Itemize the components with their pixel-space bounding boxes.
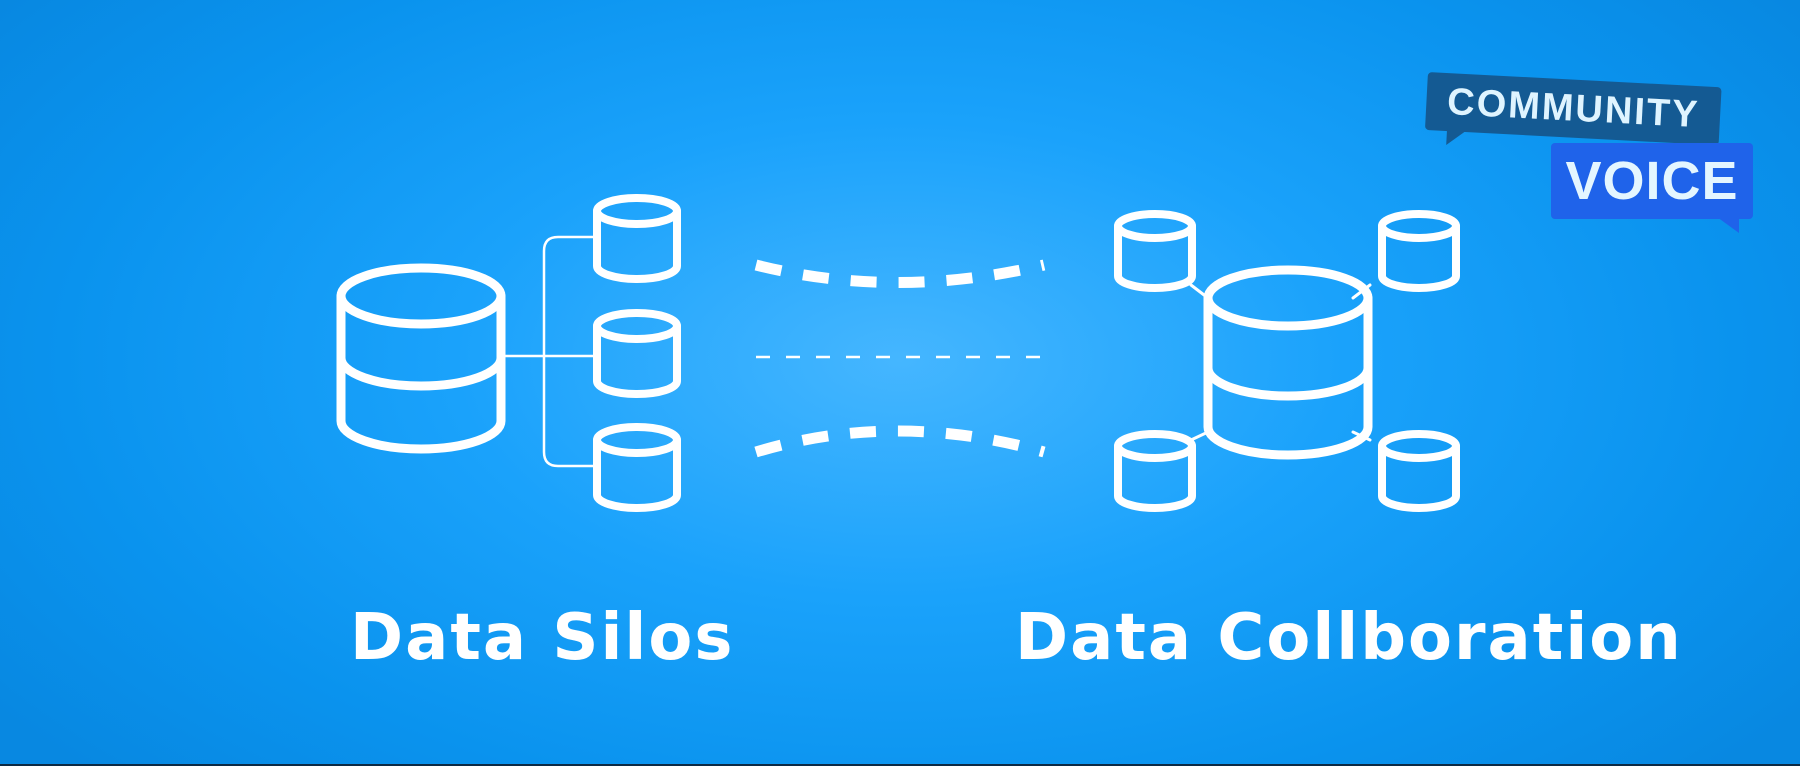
- silos-small-database-icon: [593, 309, 681, 398]
- silos-small-database-icon: [593, 194, 681, 283]
- bottom-border: [0, 764, 1800, 766]
- dashed-curve-bottom: [754, 425, 1046, 458]
- data-silos-label: Data Silos: [350, 601, 735, 675]
- collab-small-database-icon: [1378, 430, 1460, 512]
- voice-badge-box: [1551, 143, 1753, 219]
- silos-group: [336, 194, 681, 512]
- collab-small-database-icon: [1114, 430, 1196, 512]
- silos-connector-lines: [499, 235, 597, 468]
- voice-badge-tail: [1717, 217, 1739, 233]
- voice-badge-text: VOICE: [1565, 151, 1739, 211]
- voice-badge: VOICE: [1551, 143, 1753, 233]
- dashed-curve-top: [754, 259, 1046, 288]
- collab-small-database-icon: [1114, 210, 1196, 292]
- data-collaboration-label: Data Collboration: [1015, 601, 1683, 675]
- collab-group: [1114, 210, 1460, 512]
- collab-small-database-icon: [1378, 210, 1460, 292]
- collab-central-database-icon: [1203, 265, 1373, 460]
- silos-small-database-icon: [593, 423, 681, 512]
- silos-main-database-icon: [336, 263, 506, 454]
- dashed-arrows: [754, 259, 1046, 458]
